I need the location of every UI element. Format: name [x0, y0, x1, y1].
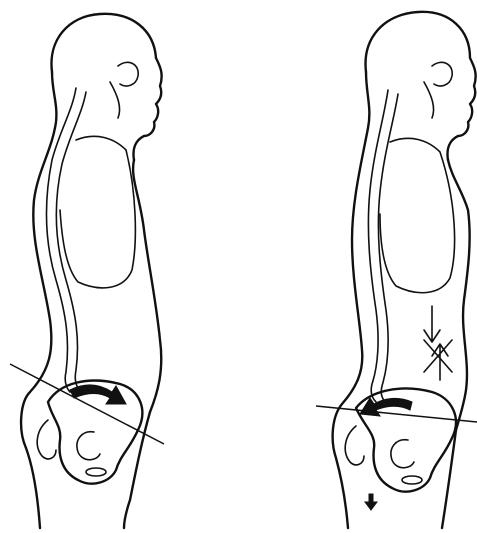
right-abdomen-arrow-up — [432, 344, 448, 380]
left-pelvic-rotation-arrow — [70, 385, 126, 404]
left-ear — [118, 62, 138, 86]
right-spine-outer — [368, 90, 388, 402]
right-coccyx-down-arrow — [365, 494, 377, 510]
right-figure — [316, 12, 477, 528]
left-ribcage — [60, 136, 135, 288]
left-sacrum — [37, 420, 56, 459]
right-hip-socket — [391, 440, 414, 468]
right-obturator — [402, 476, 422, 484]
left-back-of-neck — [21, 72, 56, 528]
left-figure — [10, 14, 164, 528]
right-ribcage — [380, 138, 455, 292]
right-ear — [432, 62, 452, 86]
right-sacrum — [345, 426, 364, 465]
left-front-torso — [133, 160, 161, 412]
left-hip-socket — [77, 432, 100, 460]
left-obturator — [86, 468, 106, 476]
right-jaw — [424, 82, 434, 118]
right-head-outline — [366, 12, 476, 160]
right-abdomen-arrow-down — [424, 306, 440, 342]
left-spine-inner — [56, 92, 86, 392]
left-jaw — [110, 82, 120, 118]
